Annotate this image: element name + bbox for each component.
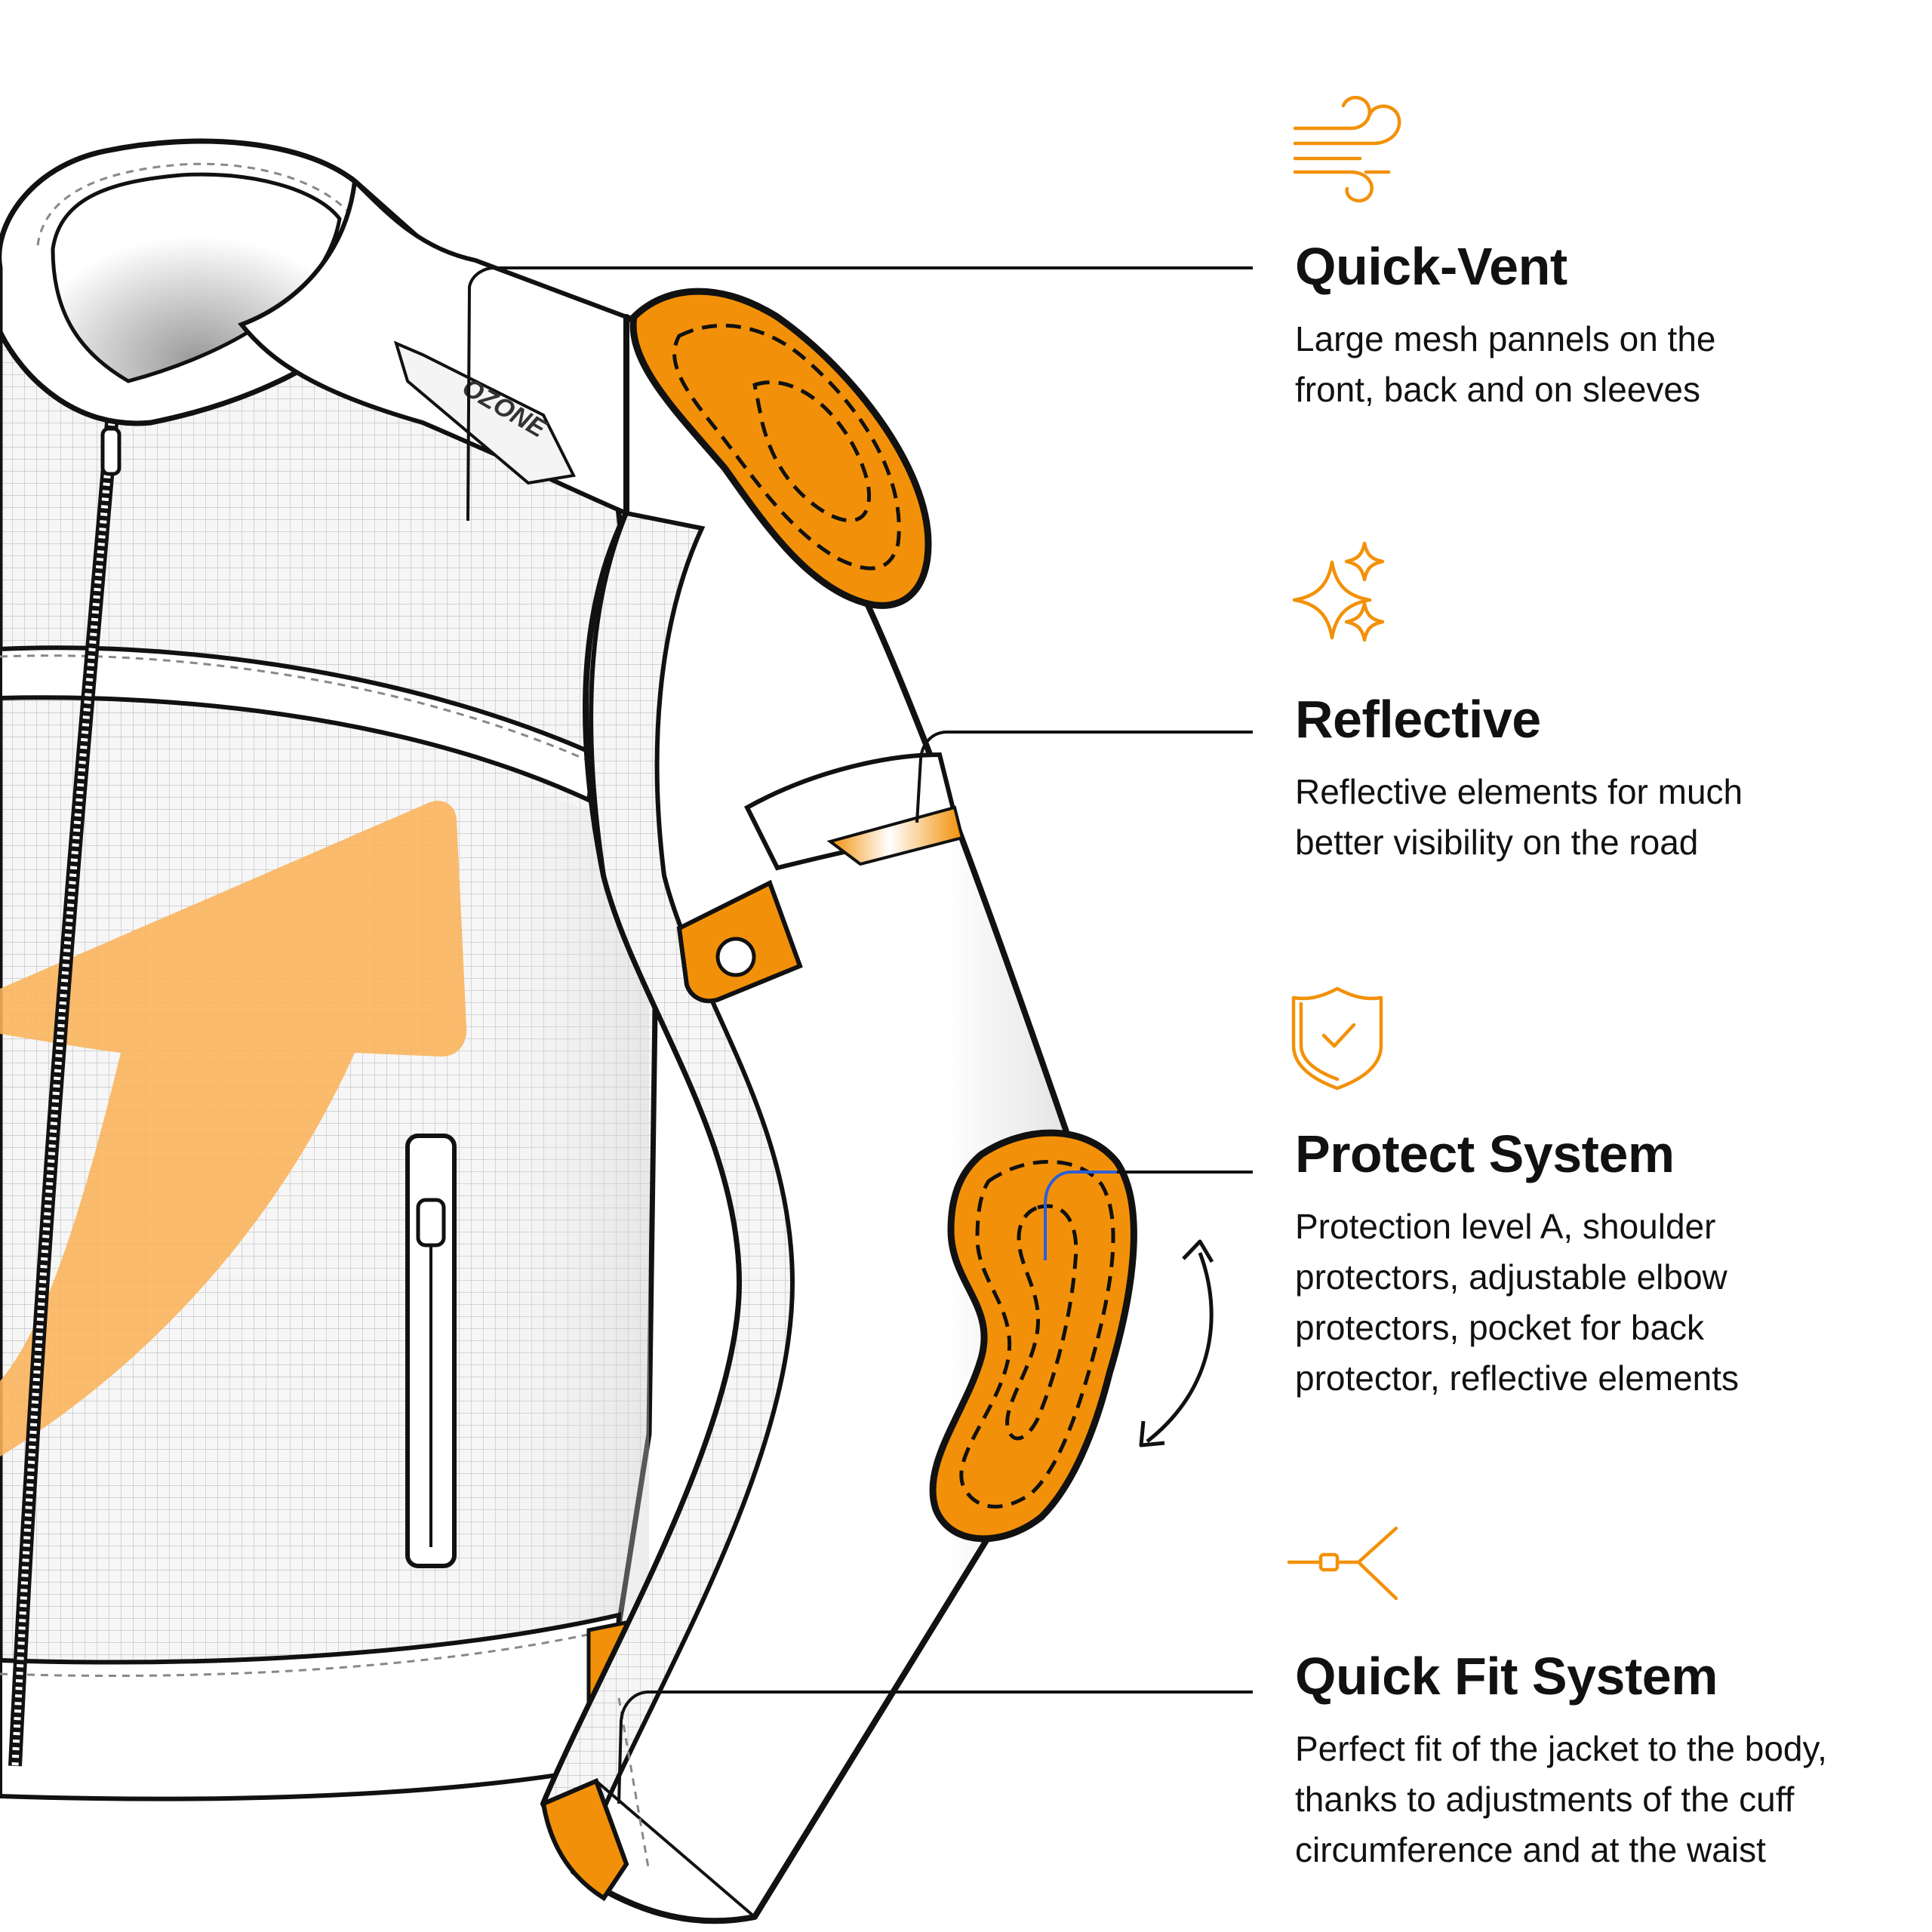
feature-quick-fit-system: Quick Fit System Perfect fit of the jack… — [1295, 1650, 1914, 1875]
feature-desc-line: Reflective elements for much — [1295, 772, 1743, 811]
rotation-arrow — [1139, 1239, 1214, 1447]
feature-desc-line: protectors, pocket for back — [1295, 1308, 1705, 1347]
feature-protect-system: Protect System Protection level A, shoul… — [1295, 1128, 1914, 1404]
reflective-band — [744, 752, 961, 871]
feature-title: Protect System — [1295, 1124, 1675, 1183]
feature-title: Quick Fit System — [1295, 1647, 1718, 1706]
feature-desc-line: Large mesh pannels on the — [1295, 319, 1716, 358]
feature-reflective: Reflective Reflective elements for much … — [1295, 693, 1914, 868]
feature-quick-vent: Quick-Vent Large mesh pannels on the fro… — [1295, 240, 1914, 415]
wind-icon — [1293, 96, 1401, 203]
feature-desc-line: protector, reflective elements — [1295, 1358, 1740, 1398]
feature-desc-line: circumference and at the waist — [1295, 1830, 1766, 1869]
leader-lines — [466, 266, 1253, 1804]
feature-desc-line: better visibility on the road — [1295, 823, 1699, 862]
feature-desc-line: Perfect fit of the jacket to the body, — [1295, 1729, 1827, 1768]
feature-desc-line: thanks to adjustments of the cuff — [1295, 1780, 1795, 1819]
sparkles-icon — [1292, 541, 1385, 642]
leader-line-quick-vent — [466, 266, 1253, 521]
pocket-zipper — [405, 1134, 457, 1568]
reflective-stripe — [826, 805, 964, 866]
feature-title: Quick-Vent — [1295, 237, 1567, 296]
feature-desc-line: protectors, adjustable elbow — [1295, 1257, 1727, 1297]
leader-line-reflective — [915, 731, 1253, 823]
feature-title: Reflective — [1295, 690, 1541, 749]
front-zipper — [8, 422, 122, 1767]
elbow-protector — [929, 1129, 1137, 1543]
zipper-pull — [100, 426, 122, 476]
leader-line-quick-fit — [617, 1690, 1253, 1804]
feature-desc-line: front, back and on sleeves — [1295, 370, 1700, 409]
shield-check-icon — [1291, 986, 1383, 1091]
sleeve-cuff — [540, 1777, 629, 1902]
shoulder-protector — [629, 288, 932, 609]
adjuster-icon — [1287, 1526, 1398, 1601]
feature-desc-line: Protection level A, shoulder — [1295, 1207, 1716, 1246]
airflow-arrow — [0, 801, 467, 1457]
shoulder-yoke: OZONE — [238, 176, 663, 516]
